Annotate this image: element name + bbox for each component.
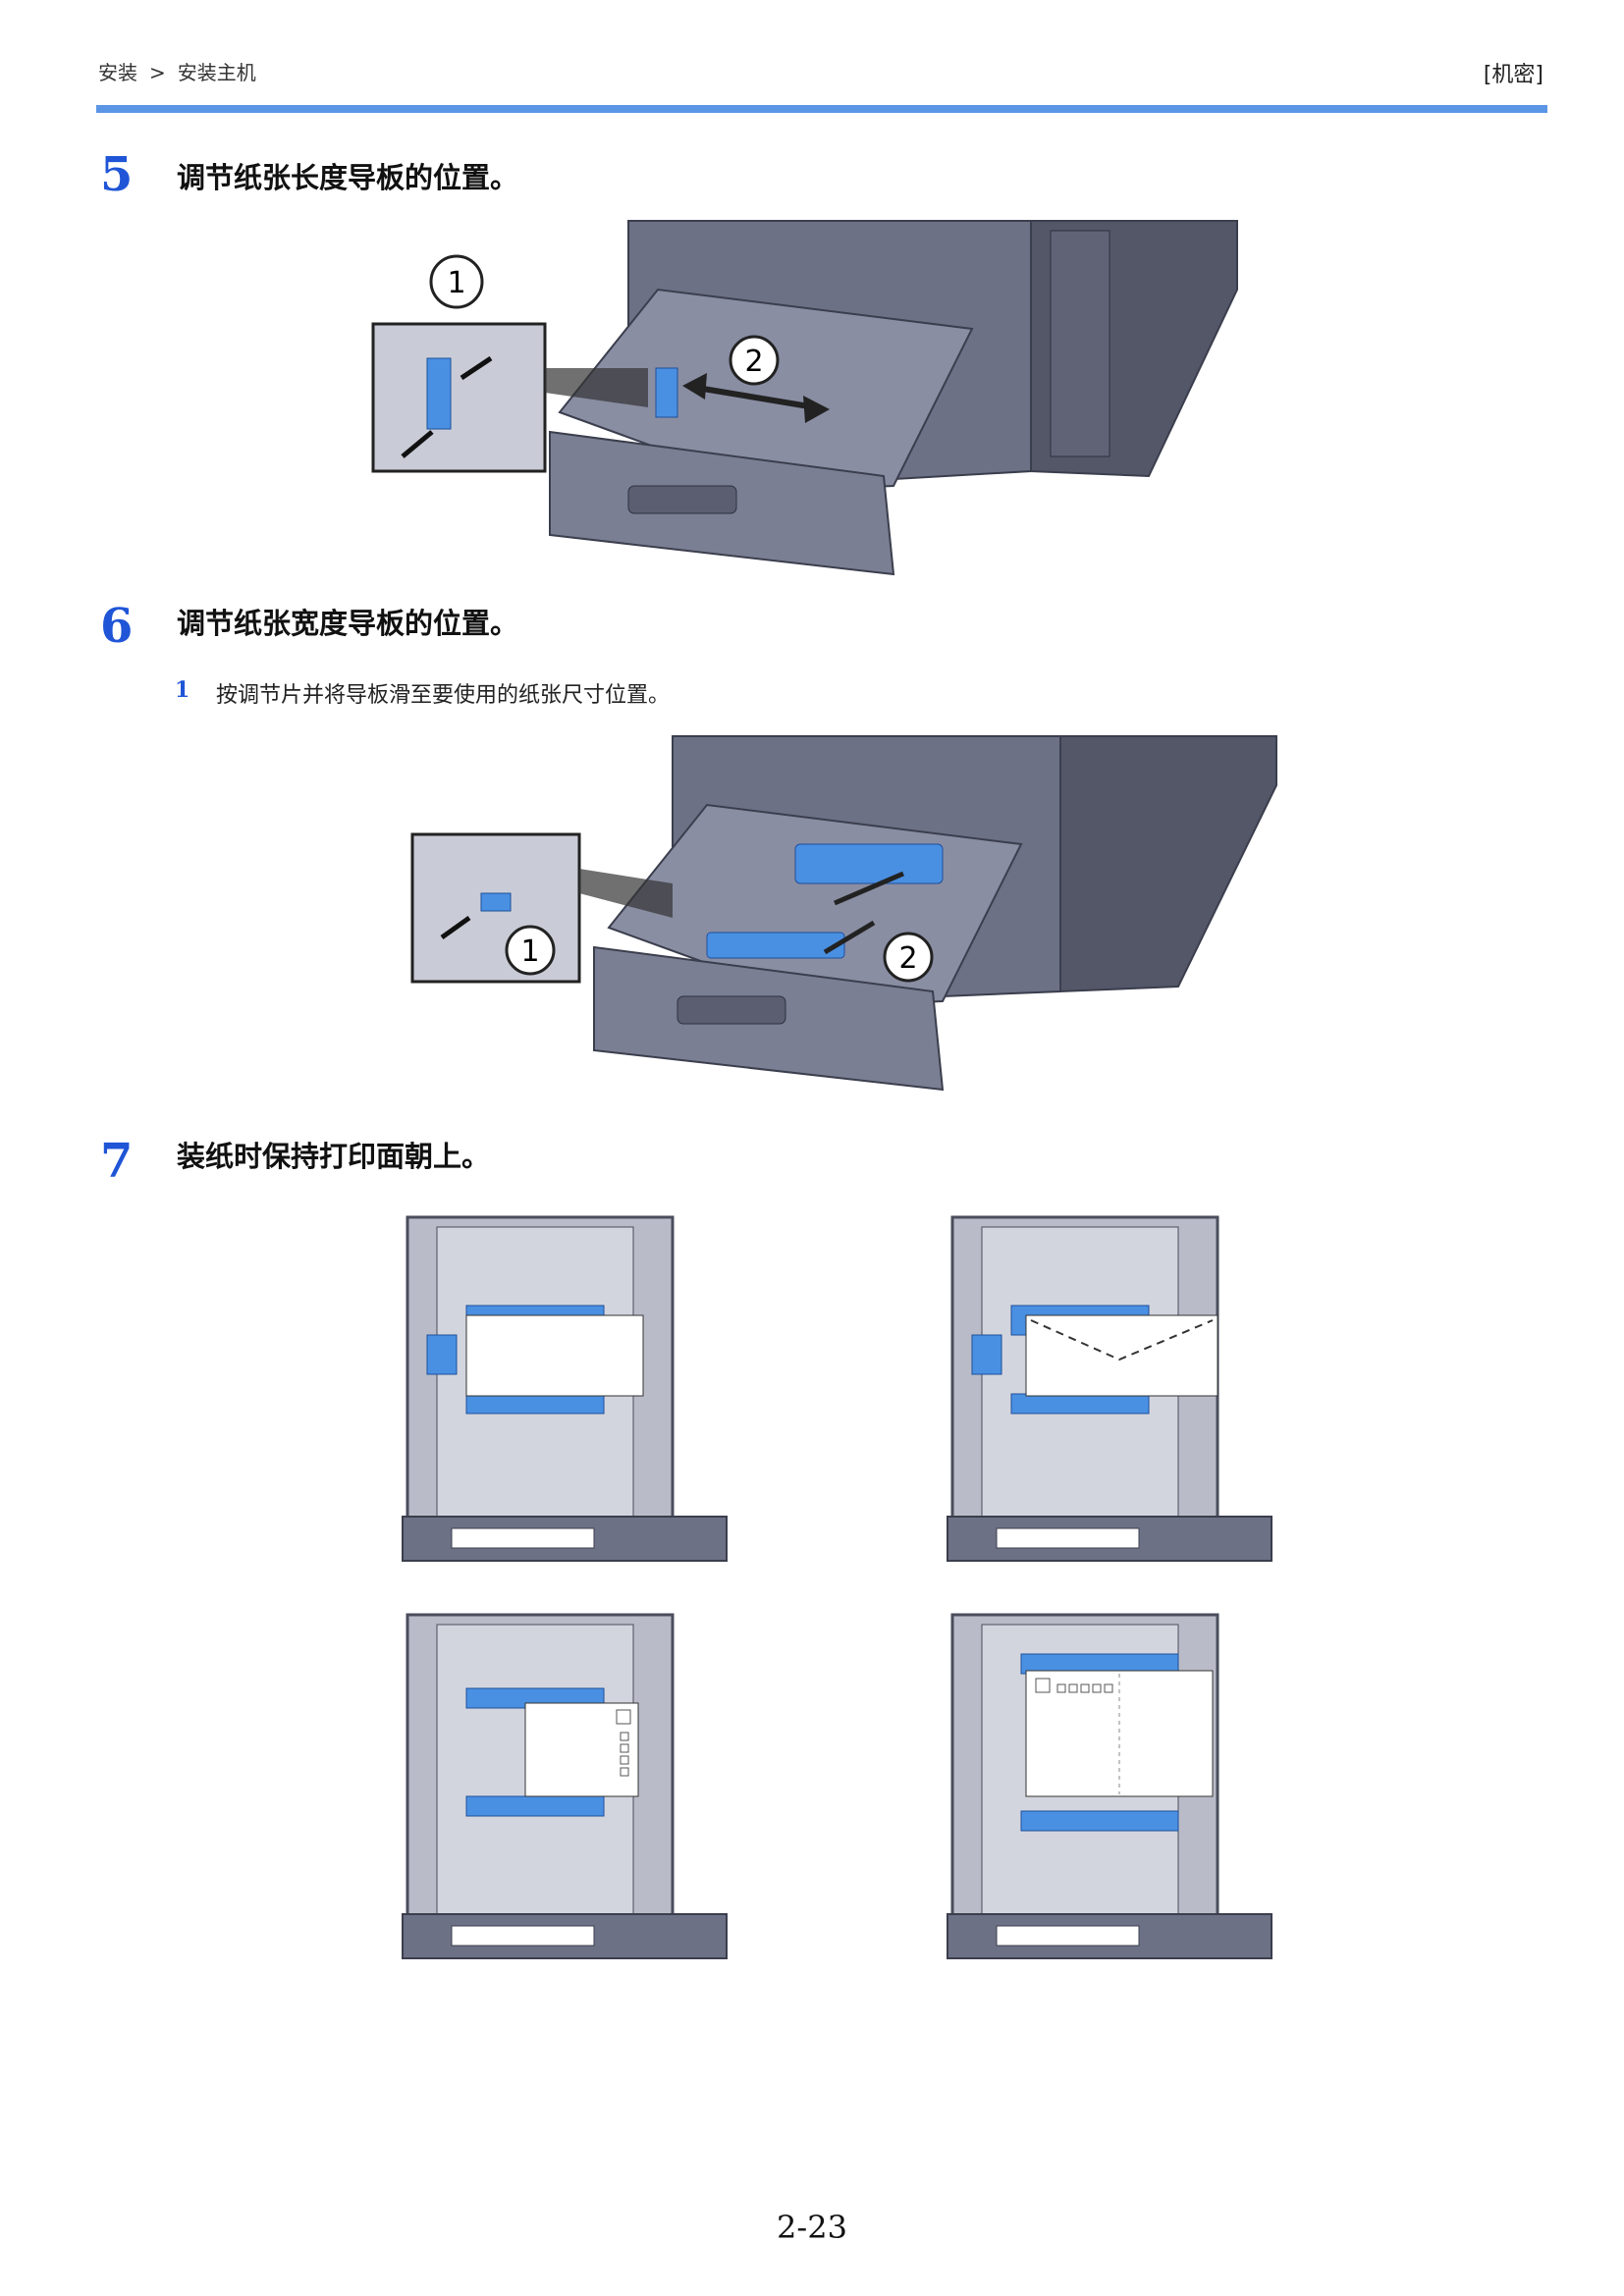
postcard-landscape-illustration <box>947 1613 1272 1959</box>
page-number: 2-23 <box>777 2209 847 2246</box>
envelope-landscape-illustration <box>402 1215 728 1562</box>
breadcrumb-separator: > <box>149 61 166 84</box>
length-guide-illustration: 1 2 <box>371 220 1238 576</box>
envelope-flap-illustration <box>947 1215 1272 1562</box>
breadcrumb-item[interactable]: 安装主机 <box>177 61 256 84</box>
breadcrumb: 安装 > 安装主机 <box>98 57 256 85</box>
callout-number: 2 <box>898 941 917 976</box>
step-title: 调节纸张宽度导板的位置。 <box>177 607 519 640</box>
step-title: 调节纸张长度导板的位置。 <box>177 161 519 194</box>
callout-number: 2 <box>744 345 763 379</box>
width-guide-illustration: 1 2 <box>410 735 1277 1092</box>
callout-number: 1 <box>447 266 465 300</box>
header-divider <box>96 105 1547 113</box>
step-number: 5 <box>100 147 134 202</box>
breadcrumb-item[interactable]: 安装 <box>98 61 137 84</box>
substep-number: 1 <box>175 677 190 703</box>
classification-label: [机密] <box>1483 63 1543 87</box>
callout-number: 1 <box>520 934 539 969</box>
step-number: 7 <box>100 1134 134 1189</box>
step-title: 装纸时保持打印面朝上。 <box>177 1140 491 1173</box>
postcard-portrait-illustration <box>402 1613 728 1959</box>
substep-text: 按调节片并将导板滑至要使用的纸张尺寸位置。 <box>216 683 671 708</box>
step-number: 6 <box>100 599 134 654</box>
